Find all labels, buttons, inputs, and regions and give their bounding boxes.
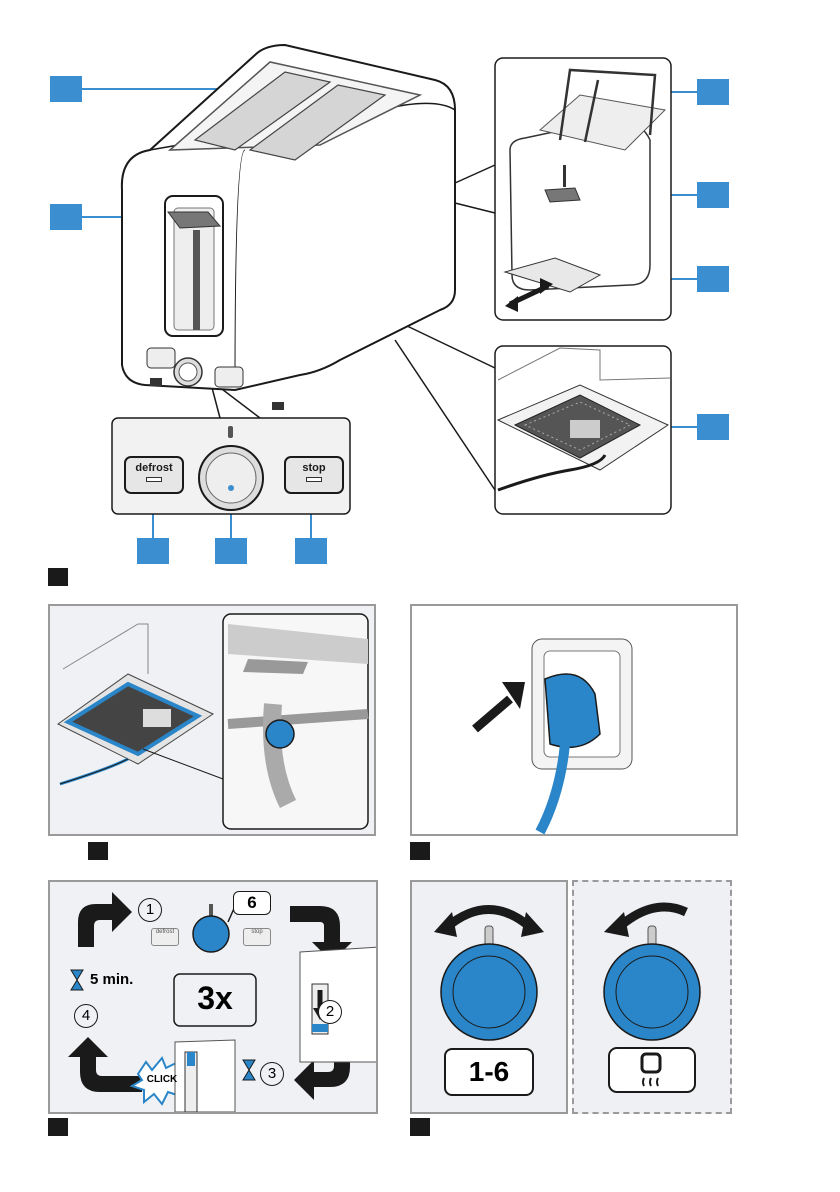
mini-defrost-button: defrost (151, 928, 179, 946)
main-figure (0, 0, 840, 590)
figure-marker-5 (410, 1118, 430, 1136)
figure-dial-defrost (572, 880, 732, 1114)
callout-bun-rack (697, 79, 729, 105)
stop-button-label: stop (286, 462, 342, 474)
dial-setting-bubble: 6 (233, 891, 271, 915)
defrost-button[interactable]: defrost (124, 456, 184, 494)
figure-plug-in (410, 604, 738, 868)
callout-crumb-tray (697, 266, 729, 292)
callout-rack-lever (697, 182, 729, 208)
figure-marker-1 (48, 568, 68, 586)
repeat-count: 3x (174, 980, 256, 1017)
level-range-label: 1-6 (444, 1048, 534, 1096)
inset-cable-storage (495, 346, 671, 514)
click-label: CLICK (142, 1074, 182, 1085)
figure-cable-storage (48, 604, 376, 868)
stop-button[interactable]: stop (284, 456, 344, 494)
step-1: 1 (138, 898, 162, 922)
figure-usage-cycle: 1 2 3 4 6 5 min. 3x CLICK defrost stop (48, 880, 378, 1114)
step-4: 4 (74, 1004, 98, 1028)
callout-cable-storage (697, 414, 729, 440)
callout-defrost (137, 538, 169, 564)
figure-marker-2 (88, 842, 108, 860)
wait-time: 5 min. (90, 971, 133, 988)
callout-dial (215, 538, 247, 564)
defrost-indicator (146, 477, 162, 482)
step-2: 2 (318, 1000, 342, 1024)
dial-defrost-graphics (574, 882, 730, 1112)
defrost-button-label: defrost (126, 462, 182, 474)
mini-stop-button: stop (243, 928, 271, 946)
inset-bun-rack (495, 58, 671, 320)
figure-marker-3 (410, 842, 430, 860)
figure-marker-4 (48, 1118, 68, 1136)
step-3: 3 (260, 1062, 284, 1086)
figure-dial-levels: 1-6 (410, 880, 568, 1114)
callout-slots (50, 76, 82, 102)
stop-indicator (306, 477, 322, 482)
callout-stop (295, 538, 327, 564)
callout-lever (50, 204, 82, 230)
